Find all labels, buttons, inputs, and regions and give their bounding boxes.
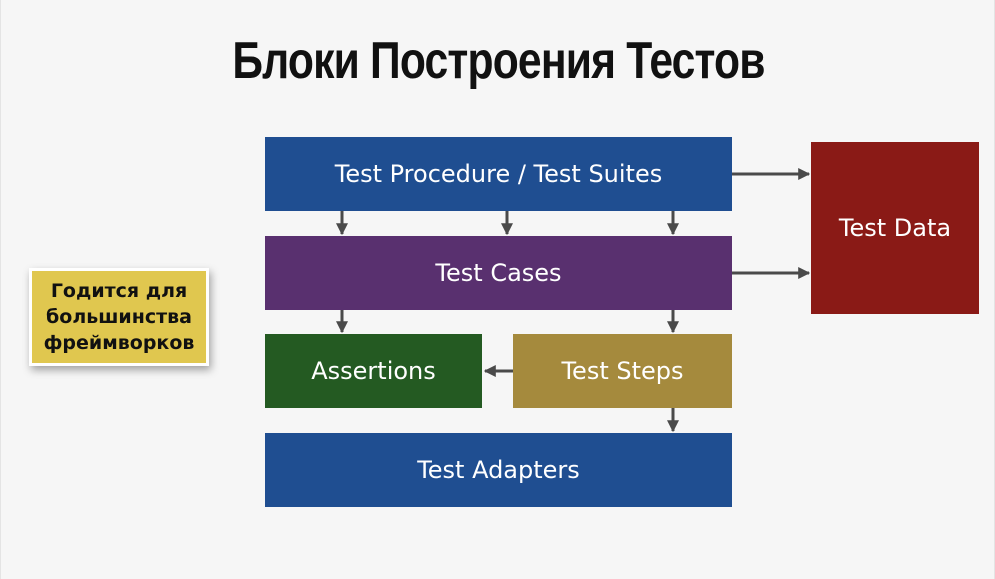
test-procedure-label: Test Procedure / Test Suites <box>334 160 663 188</box>
slide-title: Блоки Построения Тестов <box>232 32 765 90</box>
assertions-label: Assertions <box>311 357 436 385</box>
sticky-note-text: Годится для большинства фреймворков <box>43 280 195 354</box>
test-steps-label: Test Steps <box>561 357 684 385</box>
assertions-block: Assertions <box>265 334 482 408</box>
test-steps-block: Test Steps <box>513 334 732 408</box>
sticky-note: Годится для большинства фреймворков <box>29 268 209 366</box>
test-data-block: Test Data <box>811 142 979 314</box>
test-adapters-label: Test Adapters <box>417 456 580 484</box>
test-cases-label: Test Cases <box>435 259 562 287</box>
test-cases-block: Test Cases <box>265 236 732 310</box>
test-adapters-block: Test Adapters <box>265 433 732 507</box>
test-procedure-block: Test Procedure / Test Suites <box>265 137 732 211</box>
test-data-label: Test Data <box>838 214 952 242</box>
